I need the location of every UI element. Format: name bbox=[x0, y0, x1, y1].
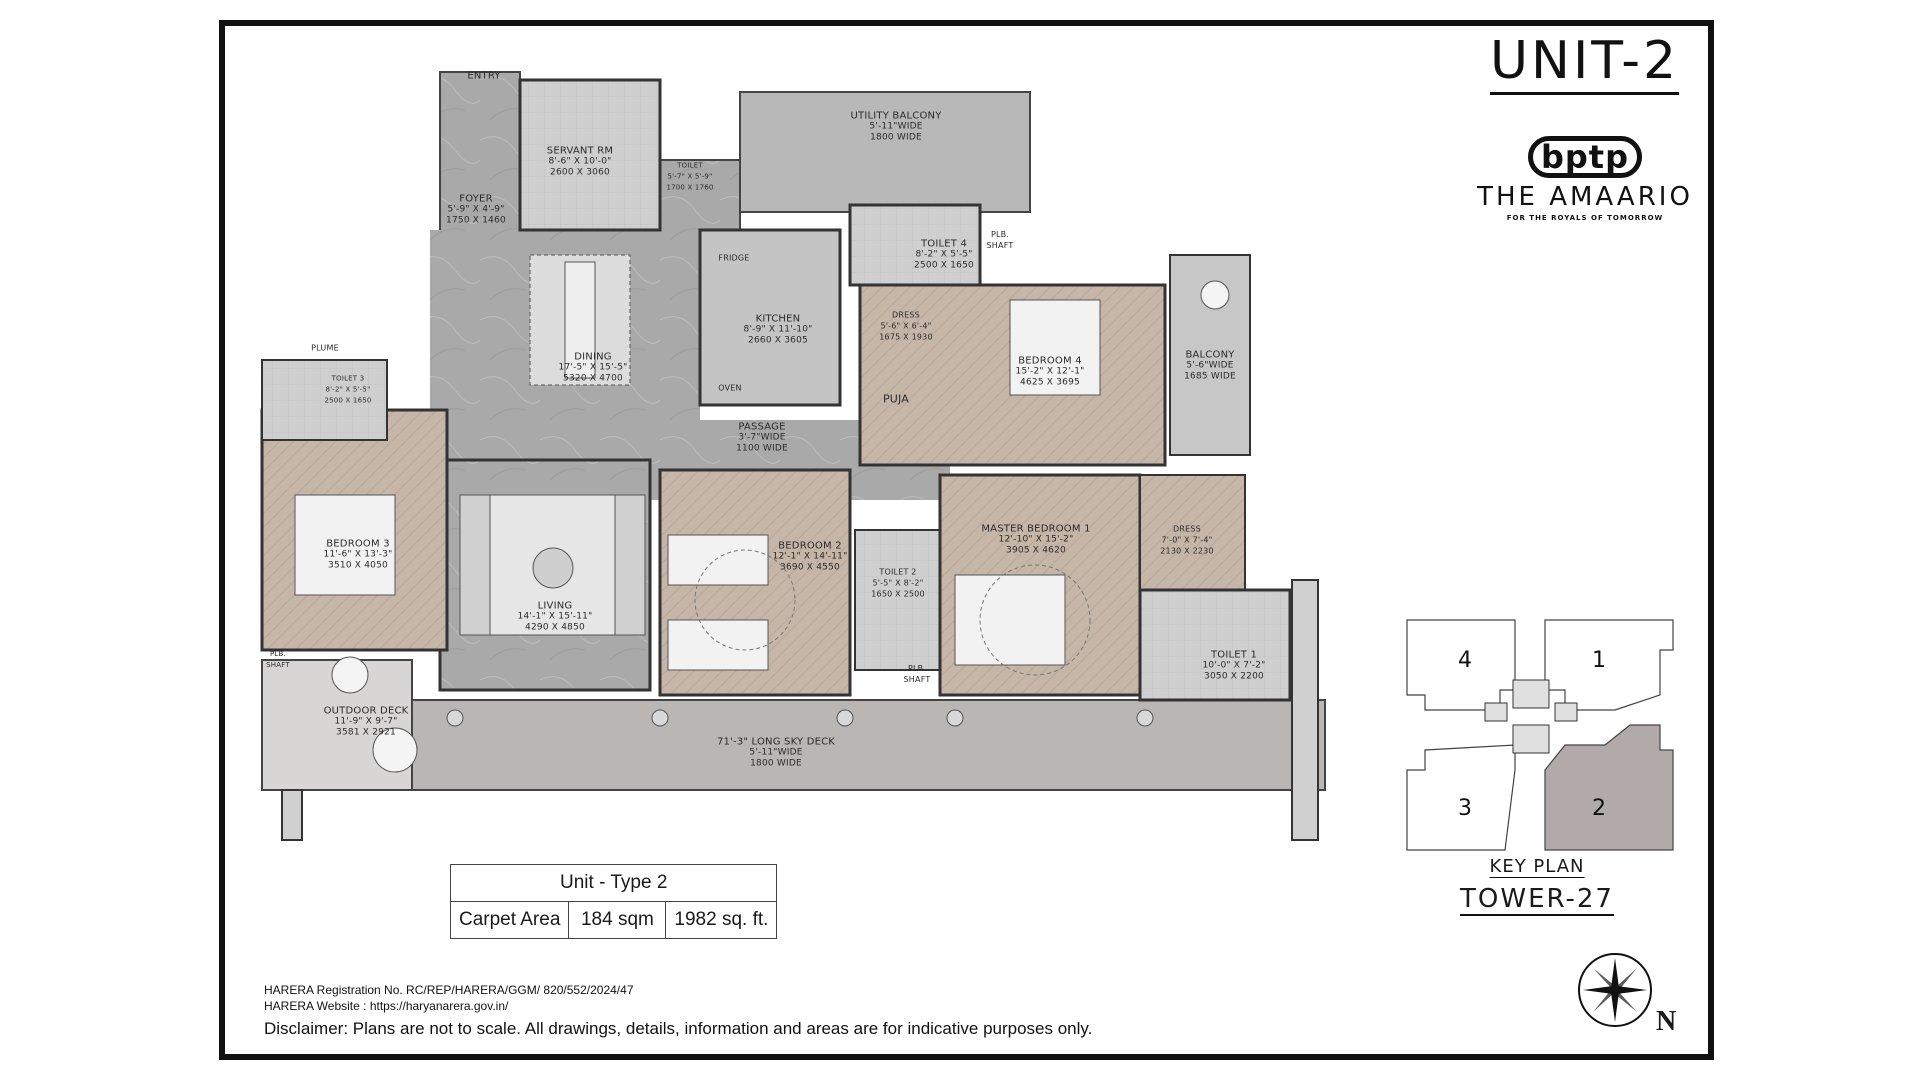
toilet2-area bbox=[854, 529, 941, 671]
compass-icon bbox=[1578, 953, 1652, 1027]
rug-master bbox=[979, 564, 1091, 676]
toilet1-area bbox=[1138, 588, 1292, 702]
bed-master bbox=[954, 574, 1066, 666]
project-tagline: FOR THE ROYALS OF TOMORROW bbox=[1506, 214, 1664, 222]
room-label-plb1: PLB. SHAFT bbox=[986, 230, 1014, 250]
room-label-oven: OVEN bbox=[718, 383, 742, 393]
key-plan-unit-2: 2 bbox=[1592, 796, 1606, 821]
balcony-chair bbox=[1200, 280, 1230, 310]
website-text: HARERA Website : https://haryanarera.gov… bbox=[264, 999, 509, 1013]
area-label: Carpet Area bbox=[449, 901, 570, 939]
deck-rail-left bbox=[281, 789, 303, 841]
room-label-plb3: PLB. SHAFT bbox=[903, 664, 931, 684]
project-name: THE AMAARIO bbox=[1477, 182, 1693, 212]
tower-label: TOWER-27 bbox=[1460, 884, 1614, 916]
kitchen-area bbox=[698, 228, 842, 407]
servant-room-area bbox=[518, 78, 662, 232]
area-table: Unit - Type 2 Carpet Area 184 sqm 1982 s… bbox=[449, 864, 778, 939]
toilet3-area bbox=[261, 359, 388, 441]
dining-table-top bbox=[564, 261, 596, 379]
deck-columns bbox=[446, 709, 1154, 727]
registration-text: HARERA Registration No. RC/REP/HARERA/GG… bbox=[264, 983, 634, 997]
brand-block: bptp THE AMAARIO FOR THE ROYALS OF TOMOR… bbox=[1465, 132, 1705, 222]
area-table-header: Unit - Type 2 bbox=[449, 864, 778, 902]
compass-north-label: N bbox=[1656, 1006, 1677, 1037]
dress1-area bbox=[1139, 474, 1246, 591]
key-plan-unit-4: 4 bbox=[1458, 648, 1472, 673]
area-sqm: 184 sqm bbox=[568, 901, 667, 939]
key-plan-unit-1: 1 bbox=[1592, 648, 1606, 673]
floor-plan bbox=[260, 71, 1326, 841]
living-sofa-right bbox=[614, 494, 646, 636]
utility-balcony-area bbox=[739, 91, 1031, 213]
toilet4-area bbox=[848, 203, 982, 287]
bed-bedroom2-b bbox=[667, 619, 769, 671]
brand-logo: bptp bbox=[1527, 132, 1642, 178]
disclaimer-text: Disclaimer: Plans are not to scale. All … bbox=[264, 1019, 1093, 1038]
living-table bbox=[532, 547, 574, 589]
key-plan-diagram bbox=[1406, 619, 1674, 851]
room-label-puja: PUJA bbox=[882, 392, 910, 406]
key-plan-title: KEY PLAN bbox=[1489, 856, 1585, 878]
bed-bedroom2-a bbox=[667, 534, 769, 586]
deck-rail-right bbox=[1291, 579, 1319, 841]
outdoor-chair-1 bbox=[331, 656, 369, 694]
living-sofa-left bbox=[459, 494, 491, 636]
unit-title: UNIT-2 bbox=[1490, 32, 1680, 95]
room-label-entry: ENTRY bbox=[467, 70, 501, 82]
key-plan-unit-2-highlight bbox=[1544, 724, 1674, 851]
room-label-fridge: FRIDGE bbox=[718, 253, 750, 263]
area-sqft: 1982 sq. ft. bbox=[665, 901, 778, 939]
key-plan-unit-3: 3 bbox=[1458, 796, 1472, 821]
room-label-plb2: PLB. SHAFT bbox=[266, 650, 290, 669]
bed-bedroom4 bbox=[1009, 299, 1101, 396]
rug-bedroom2 bbox=[694, 549, 796, 651]
bed-bedroom3 bbox=[294, 494, 396, 596]
room-label-plume: PLUME bbox=[311, 343, 339, 353]
outdoor-chair-2 bbox=[372, 727, 418, 773]
